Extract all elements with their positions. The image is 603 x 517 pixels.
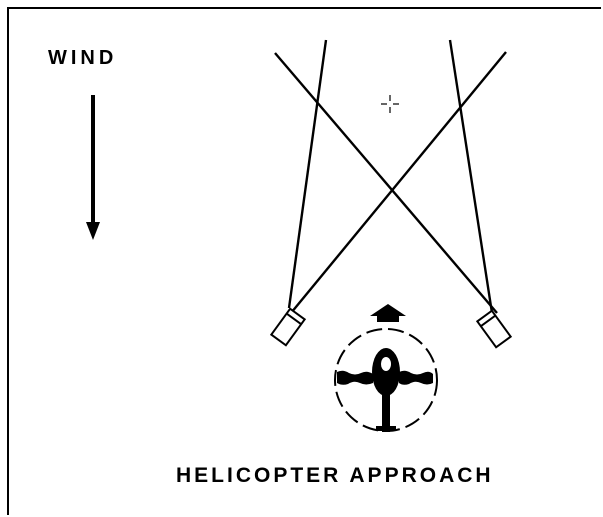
right-landing-light-icon	[477, 311, 510, 347]
wind-arrow-icon	[86, 95, 100, 240]
diagram-caption: HELICOPTER APPROACH	[176, 464, 494, 488]
crosshair-icon	[381, 95, 399, 113]
arrow-up-icon	[370, 304, 406, 322]
left-light-beams	[275, 40, 497, 313]
right-light-beams	[291, 40, 506, 313]
left-landing-light-icon	[271, 309, 304, 345]
